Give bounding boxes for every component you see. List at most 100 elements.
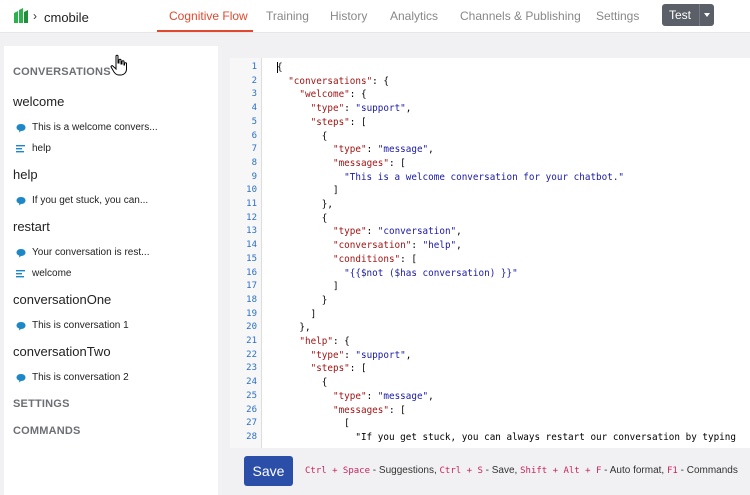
- step-label: If you get stuck, you can...: [32, 195, 149, 206]
- line-number: 9: [251, 171, 257, 182]
- line-number: 4: [251, 103, 257, 114]
- line-number-gutter: 1 2 3 4 5 6 7 8 9 10 11 12 13 14 15 16 1…: [230, 58, 262, 448]
- code-line[interactable]: "type": "conversation",: [332, 226, 462, 238]
- code-line[interactable]: "steps": [: [310, 116, 367, 128]
- line-number: 3: [251, 89, 257, 100]
- code-line[interactable]: [: [277, 418, 350, 430]
- code-line[interactable]: {: [277, 212, 328, 224]
- conversations-heading[interactable]: CONVERSATIONS: [13, 66, 111, 78]
- code-line[interactable]: "{{$not ($has conversation) }}": [344, 267, 518, 279]
- hint-key: F1: [667, 466, 678, 476]
- code-line[interactable]: },: [277, 199, 333, 210]
- code-line[interactable]: "type": "support",: [310, 349, 412, 361]
- code-line[interactable]: "messages": [: [332, 157, 406, 169]
- line-number: 15: [246, 253, 257, 264]
- line-number: 8: [251, 157, 257, 168]
- tab-training[interactable]: Training: [266, 9, 309, 23]
- code-line[interactable]: "steps": [: [310, 363, 367, 375]
- line-number: 2: [251, 75, 257, 86]
- code-line[interactable]: "welcome": {: [299, 89, 367, 101]
- line-number: 11: [246, 199, 257, 209]
- hand-pointer-icon: [110, 54, 127, 76]
- line-number: 19: [246, 308, 257, 319]
- tab-history[interactable]: History: [330, 9, 368, 23]
- line-number: 23: [246, 363, 257, 374]
- code-line[interactable]: "conversations": {: [288, 75, 389, 87]
- commands-heading[interactable]: COMMANDS: [13, 425, 81, 437]
- code-line[interactable]: "This is a welcome conversation for your…: [344, 171, 625, 183]
- conversation-item-conversationone[interactable]: conversationOne: [13, 292, 112, 307]
- message-icon: [16, 322, 26, 331]
- line-number: 18: [246, 294, 257, 305]
- brand-logo-icon: [14, 8, 28, 23]
- conversation-icon: [16, 270, 25, 278]
- conversation-item-help[interactable]: help: [13, 167, 38, 182]
- conversation-item-welcome[interactable]: welcome: [13, 94, 65, 109]
- step-label: This is conversation 1: [32, 320, 129, 331]
- caret-down-icon: [704, 13, 710, 17]
- message-icon: [16, 124, 26, 133]
- conversation-item-conversationtwo[interactable]: conversationTwo: [13, 344, 111, 359]
- line-number: 27: [246, 418, 257, 429]
- code-line[interactable]: "type": "support",: [310, 103, 412, 115]
- tab-channels-publishing[interactable]: Channels & Publishing: [460, 9, 581, 23]
- test-dropdown-toggle[interactable]: [699, 4, 714, 26]
- code-line[interactable]: "help": {: [299, 336, 350, 347]
- test-button[interactable]: Test: [662, 4, 714, 26]
- code-line[interactable]: ]: [277, 308, 317, 320]
- line-number: 10: [246, 185, 257, 196]
- line-number: 24: [246, 377, 257, 388]
- conversation-item-restart[interactable]: restart: [13, 219, 50, 234]
- conversation-icon: [16, 145, 25, 153]
- breadcrumb-chevron-icon: ›: [33, 9, 37, 23]
- code-line[interactable]: ]: [277, 281, 339, 293]
- message-icon: [16, 197, 26, 206]
- line-number: 14: [246, 240, 257, 251]
- hint-text: - Suggestions,: [370, 465, 440, 476]
- line-number: 21: [246, 336, 257, 346]
- line-number: 12: [246, 212, 257, 223]
- code-line[interactable]: ]: [277, 185, 339, 197]
- line-number: 6: [251, 130, 257, 141]
- active-tab-indicator: [157, 30, 253, 32]
- line-number: 28: [246, 431, 257, 442]
- line-number: 1: [251, 62, 257, 72]
- line-number: 7: [251, 144, 257, 155]
- tab-cognitive-flow[interactable]: Cognitive Flow: [169, 9, 248, 23]
- step-label: This is conversation 2: [32, 372, 129, 383]
- json-editor[interactable]: 1 2 3 4 5 6 7 8 9 10 11 12 13 14 15 16 1…: [230, 58, 750, 448]
- line-number: 20: [246, 322, 257, 333]
- code-line[interactable]: {: [277, 377, 328, 389]
- message-icon: [16, 374, 26, 383]
- code-line[interactable]: "messages": [: [332, 404, 406, 416]
- code-line[interactable]: "type": "message",: [332, 144, 434, 156]
- code-line[interactable]: {: [277, 130, 328, 142]
- code-line[interactable]: "conversation": "help",: [332, 240, 462, 252]
- tab-settings[interactable]: Settings: [596, 9, 640, 23]
- line-number: 16: [246, 267, 257, 278]
- code-line[interactable]: },: [277, 322, 311, 334]
- settings-heading[interactable]: SETTINGS: [13, 398, 70, 410]
- top-nav-bar: › cmobile Cognitive Flow Training Histor…: [0, 0, 750, 33]
- hint-key: Shift + Alt + F: [520, 466, 602, 476]
- code-line[interactable]: "type": "message",: [332, 390, 434, 402]
- keyboard-hint: Ctrl + Space - Suggestions, Ctrl + S - S…: [305, 465, 738, 476]
- hint-text: - Auto format,: [601, 465, 667, 476]
- code-line[interactable]: {: [277, 62, 283, 73]
- step-label: help: [32, 143, 51, 154]
- message-icon: [16, 249, 26, 258]
- hint-key: Ctrl + Space: [305, 466, 371, 476]
- step-label: This is a welcome convers...: [32, 122, 158, 133]
- code-line[interactable]: "conditions": [: [332, 253, 417, 265]
- app-name[interactable]: cmobile: [44, 10, 89, 25]
- hint-key: Ctrl + S: [439, 466, 483, 476]
- code-line[interactable]: }: [277, 294, 328, 306]
- step-label: Your conversation is rest...: [32, 247, 150, 258]
- step-label: welcome: [32, 268, 72, 279]
- save-button[interactable]: Save: [244, 456, 293, 486]
- test-button-label: Test: [669, 8, 692, 22]
- hint-text: - Commands: [677, 465, 738, 476]
- tab-analytics[interactable]: Analytics: [390, 9, 439, 23]
- code-line[interactable]: "If you get stuck, you can always restar…: [277, 431, 736, 443]
- text-cursor: [277, 62, 278, 73]
